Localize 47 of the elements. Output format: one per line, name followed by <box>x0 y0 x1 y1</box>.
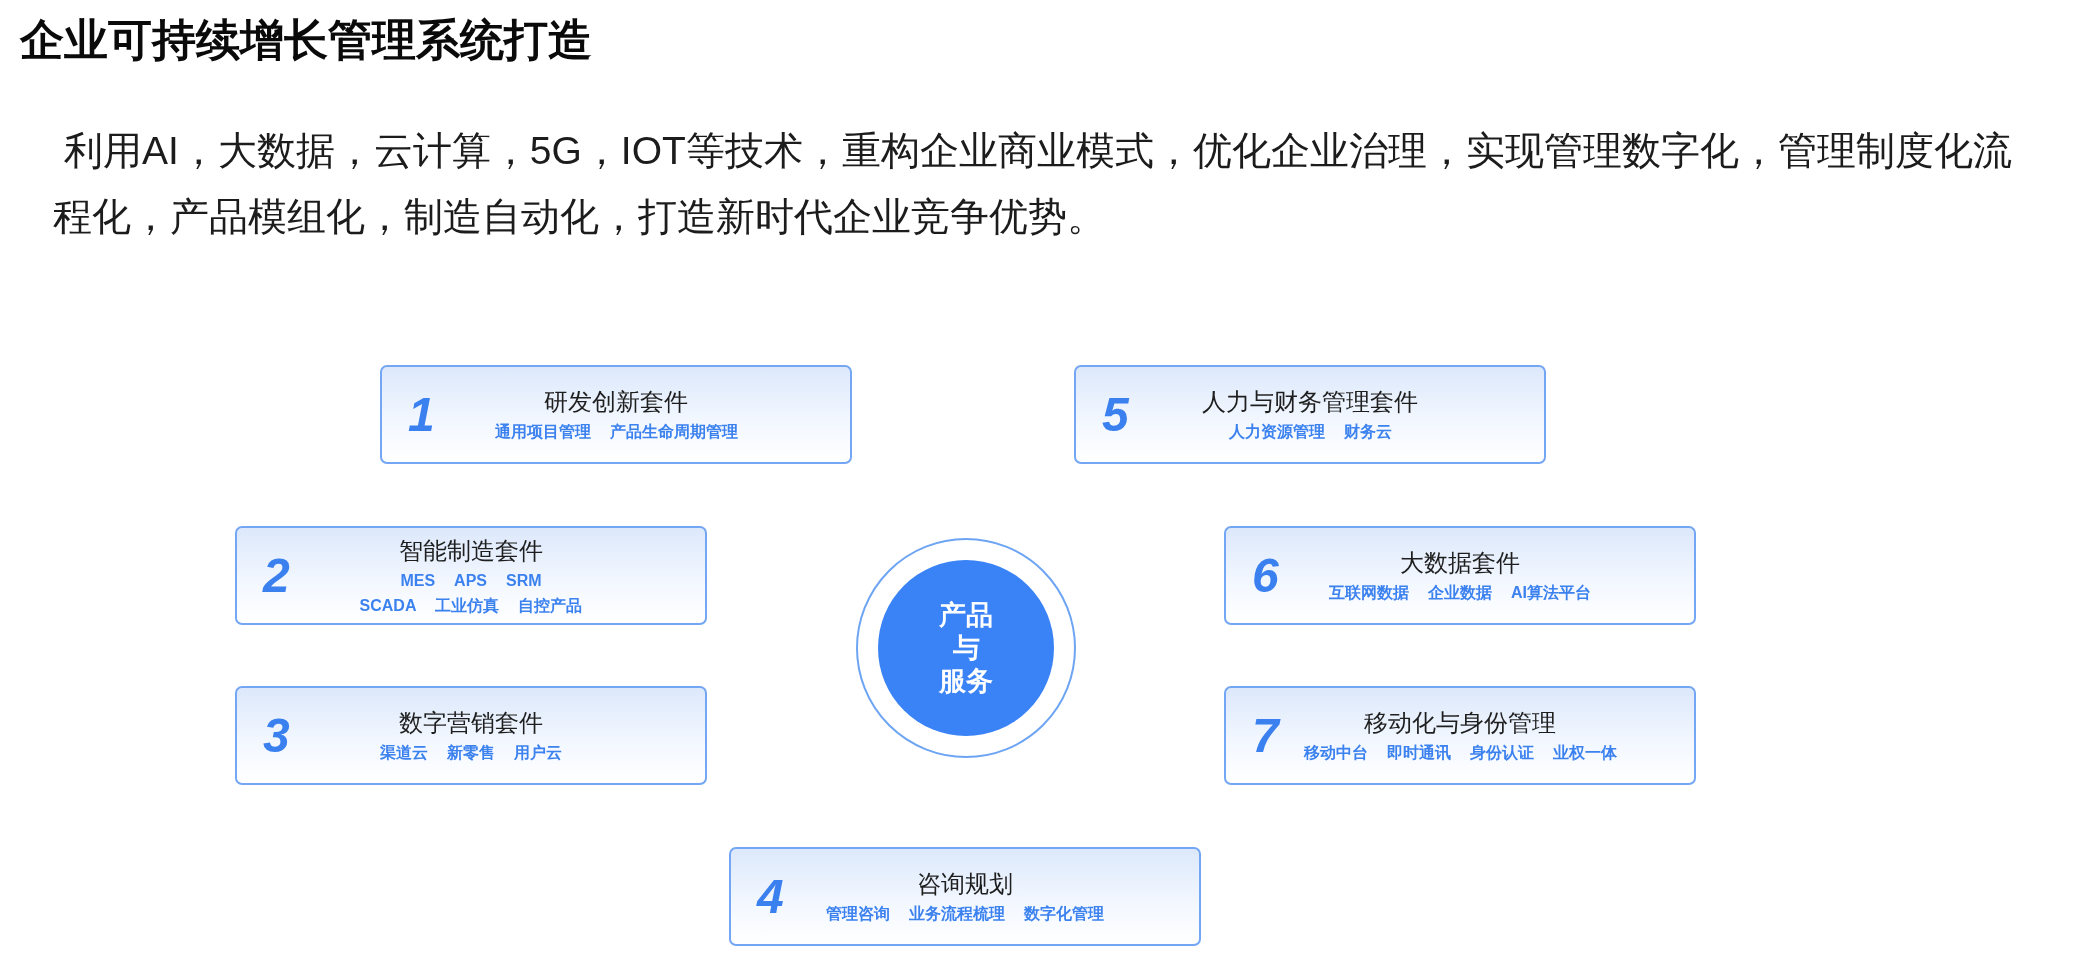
suite-number: 1 <box>408 392 435 437</box>
suite-card <box>729 847 1201 946</box>
feature-name: 用户云 <box>514 743 562 763</box>
suite-card <box>1074 365 1546 464</box>
feature-name: 产品生命周期管理 <box>609 422 738 442</box>
suite-card <box>235 686 707 785</box>
feature-name: APS <box>454 570 487 591</box>
feature-name: 互联网数据 <box>1329 583 1409 603</box>
feature-name: 即时通讯 <box>1386 743 1451 763</box>
feature-name: 业权一体 <box>1552 743 1617 763</box>
suite-number: 6 <box>1252 553 1279 598</box>
suite-number: 2 <box>263 553 290 598</box>
feature-name: 工业仿真 <box>435 595 500 616</box>
feature-name: 财务云 <box>1343 422 1392 442</box>
suite-number: 5 <box>1102 392 1129 437</box>
feature-name: SRM <box>506 570 542 591</box>
feature-name: 数字化管理 <box>1024 904 1104 924</box>
suite-card <box>380 365 852 464</box>
feature-name: SCADA <box>359 595 417 616</box>
suite-card <box>1224 686 1696 785</box>
suite-number: 3 <box>263 713 290 758</box>
hub-label: 产品与服务 <box>939 598 993 698</box>
feature-name: 业务流程梳理 <box>909 904 1005 924</box>
suite-card <box>1224 526 1696 625</box>
feature-name: 通用项目管理 <box>494 422 591 442</box>
suite-title: 数字营销套件 <box>399 708 543 738</box>
suite-number: 7 <box>1252 713 1279 758</box>
feature-name: MES <box>400 570 436 591</box>
suite-number: 4 <box>757 874 784 919</box>
feature-name: 管理咨询 <box>826 904 890 924</box>
feature-name: 企业数据 <box>1428 583 1492 603</box>
feature-name: 人力资源管理 <box>1228 422 1325 442</box>
feature-name: AI算法平台 <box>1511 583 1591 603</box>
intro-paragraph: 利用AI，大数据，云计算，5G，IOT等技术，重构企业商业模式，优化企业治理，实现管理数字化，管理制度化流程化，产品模组化，制造自动化，打造新时代企业竞争优势。 <box>53 128 2013 240</box>
suite-card <box>235 526 707 625</box>
feature-name: 自控产品 <box>518 595 583 616</box>
suite-title: 咨询规划 <box>917 869 1013 899</box>
page-title: 企业可持续增长管理系统打造 <box>20 14 592 66</box>
feature-name: 移动中台 <box>1303 743 1368 763</box>
suite-title: 研发创新套件 <box>544 387 688 417</box>
feature-name: 身份认证 <box>1469 743 1534 763</box>
suite-title: 人力与财务管理套件 <box>1202 387 1418 417</box>
suite-title: 智能制造套件 <box>399 535 543 566</box>
suite-title: 大数据套件 <box>1400 548 1520 578</box>
feature-name: 渠道云 <box>380 743 428 763</box>
feature-name: 新零售 <box>447 743 495 763</box>
suite-title: 移动化与身份管理 <box>1364 708 1556 738</box>
